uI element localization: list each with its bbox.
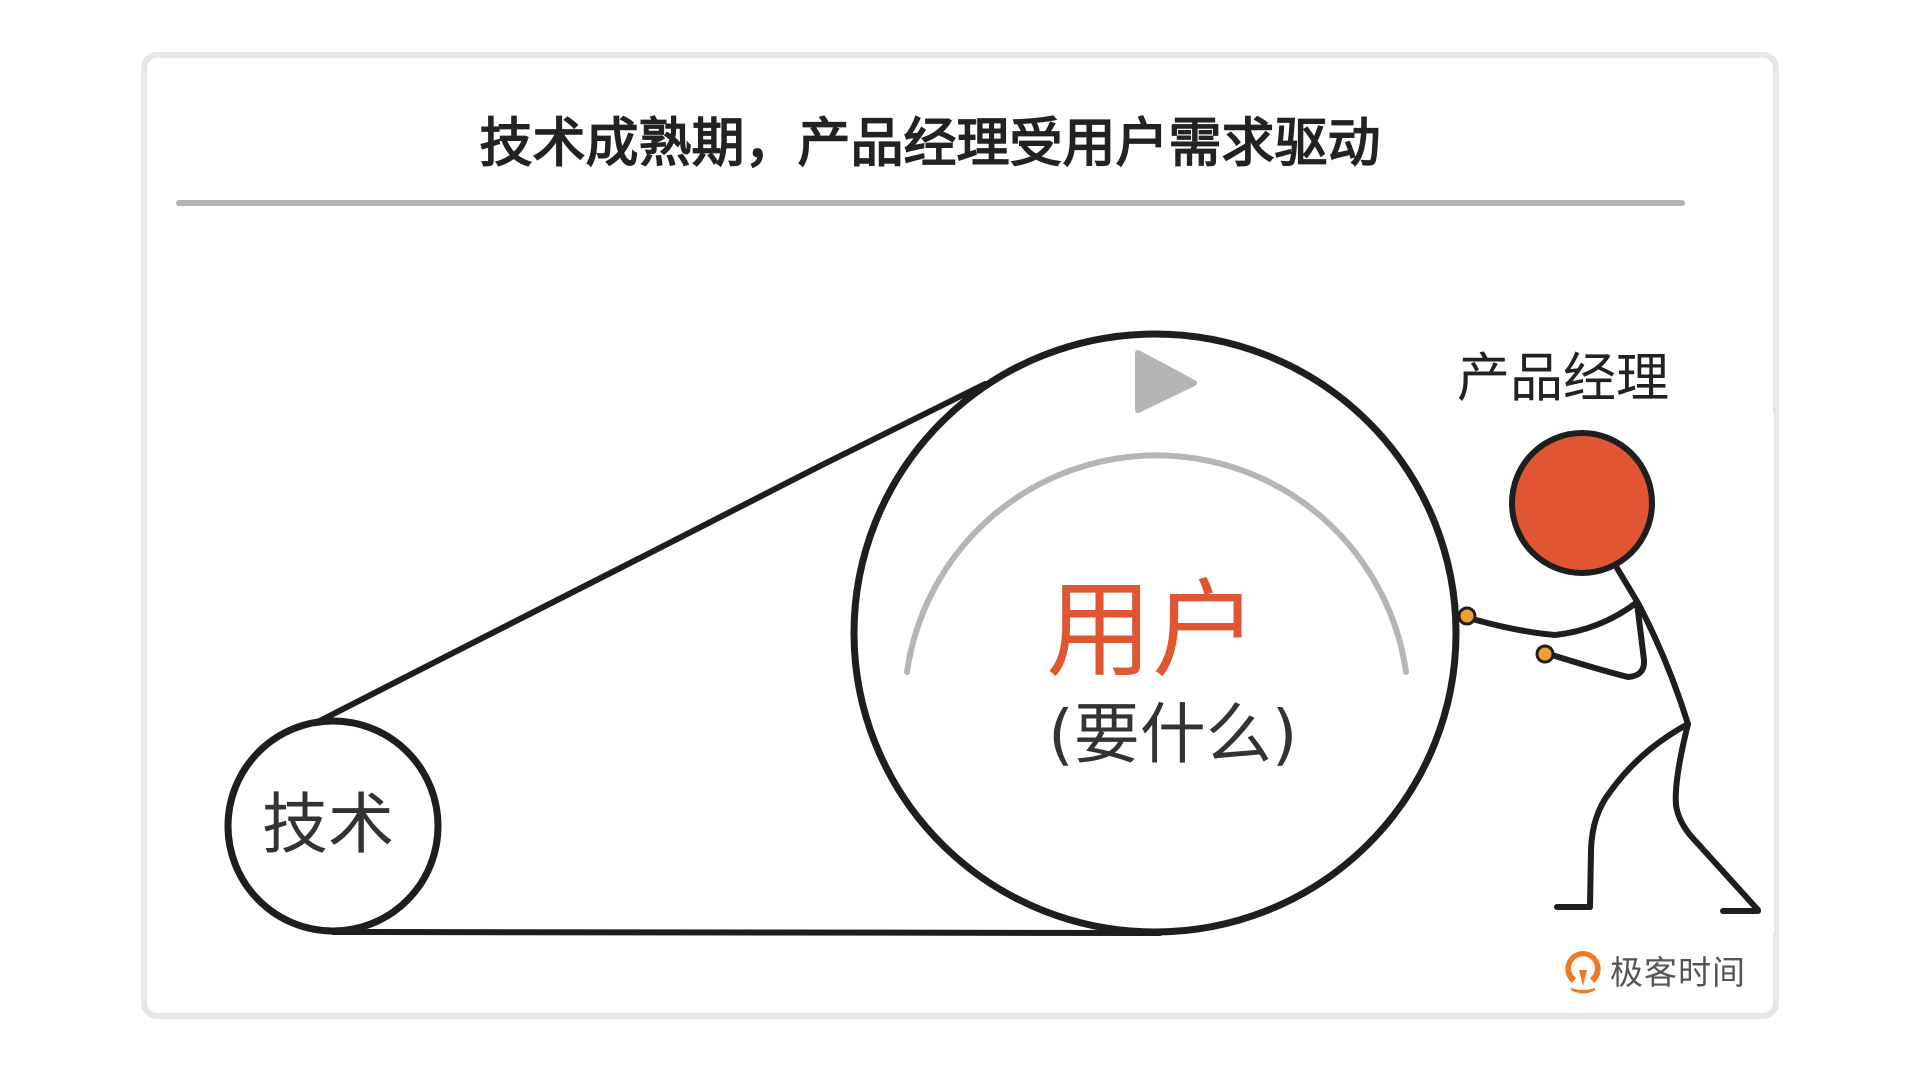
figure-leg-front: [1672, 721, 1761, 913]
rotation-arrow-icon: [904, 350, 1409, 675]
product-manager-label: 产品经理: [1457, 348, 1669, 409]
user-need-label: (要什么): [1048, 696, 1298, 773]
brand-logo: 极客时间: [1562, 948, 1746, 996]
product-manager-figure: [1473, 565, 1761, 914]
frame-gap: [1770, 413, 1774, 933]
figure-leg-back: [1587, 721, 1691, 910]
figure-head: [1509, 430, 1655, 576]
figure-arm-upper: [1473, 600, 1639, 638]
user-label: 用户: [1046, 569, 1258, 692]
figure-hand-lower: [1535, 644, 1555, 664]
brand-name: 极客时间: [1610, 952, 1746, 992]
belt: [297, 381, 1163, 936]
tech-label: 技术: [262, 786, 394, 863]
tech-wheel: [224, 717, 442, 935]
geektime-logo-icon: [1565, 951, 1601, 994]
figure-body: [1614, 565, 1691, 727]
title-divider: [176, 200, 1685, 206]
figure-arm-lower: [1549, 600, 1648, 680]
belt-top-line: [297, 381, 988, 734]
belt-bottom-line: [330, 929, 1163, 936]
figure-hand-upper: [1457, 606, 1477, 626]
user-wheel: [850, 330, 1460, 936]
slide-title: 技术成熟期，产品经理受用户需求驱动: [479, 113, 1381, 174]
